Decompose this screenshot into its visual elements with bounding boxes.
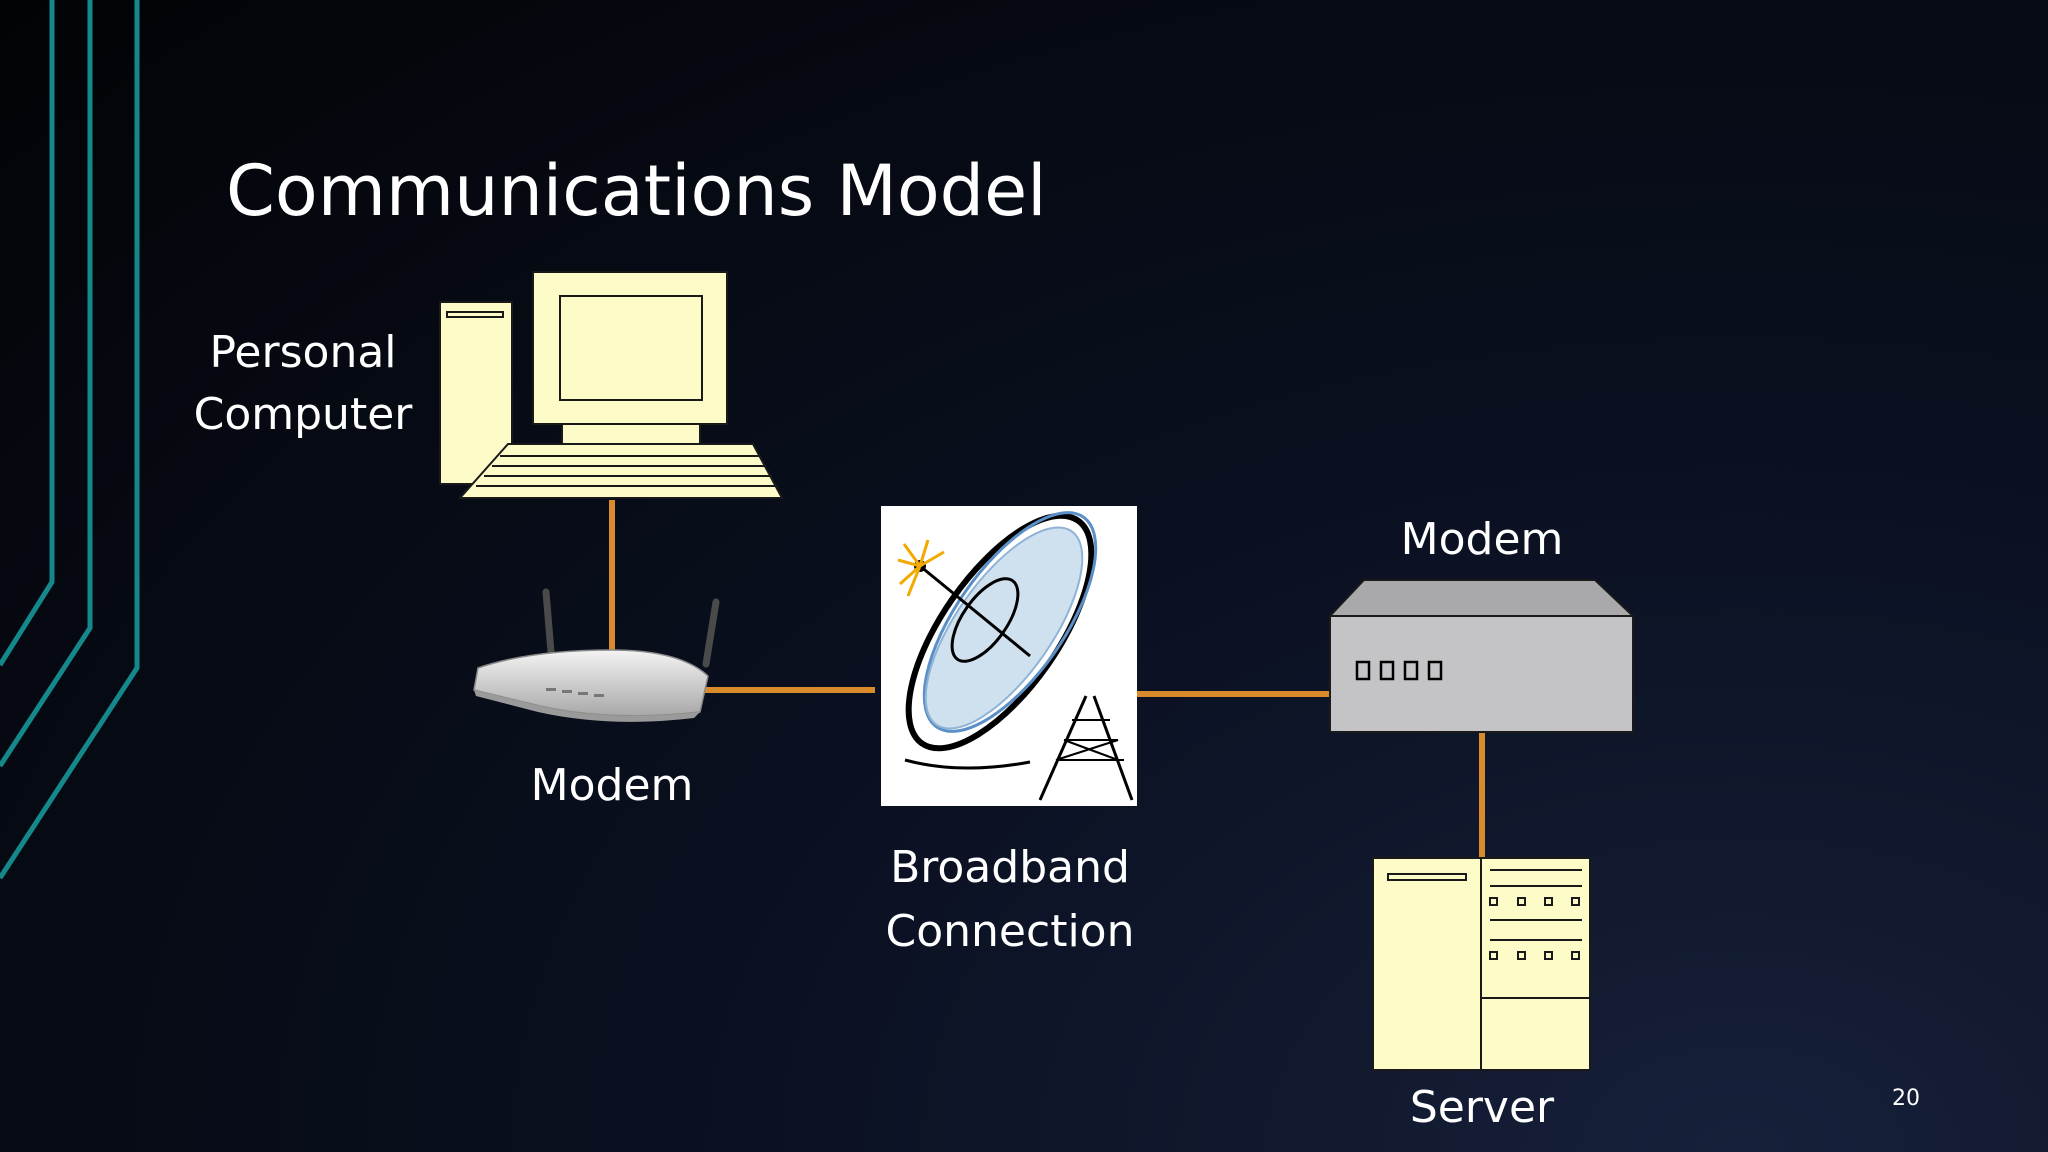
broadband-label-line1: Broadband: [890, 842, 1130, 893]
slide-title: Communications Model: [226, 150, 1047, 232]
modem-right-label: Modem: [1400, 514, 1564, 565]
server-label: Server: [1409, 1082, 1555, 1133]
broadband-label-line2: Connection: [885, 906, 1135, 957]
page-number: 20: [1892, 1086, 1920, 1111]
personal-computer-label: Personal Computer: [188, 322, 418, 446]
modem-left-label: Modem: [530, 760, 694, 811]
personal-computer-label-line2: Computer: [193, 389, 413, 440]
personal-computer-label-line1: Personal: [209, 327, 397, 378]
broadband-connection-label: Broadband Connection: [870, 836, 1150, 964]
